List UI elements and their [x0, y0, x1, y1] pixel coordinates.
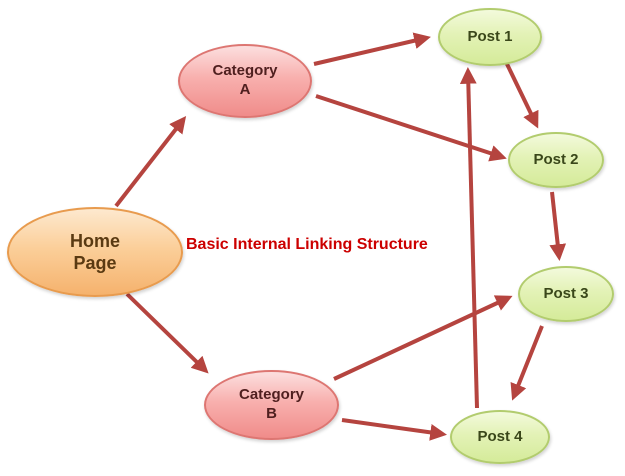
- node-post-1: Post 1: [438, 8, 542, 66]
- node-post-1-label: Post 1: [467, 27, 513, 45]
- node-category-a-label: Category A: [212, 62, 278, 98]
- node-home-page: Home Page: [7, 207, 183, 297]
- node-post-3: Post 3: [518, 266, 614, 322]
- arrow-category-a-to-post1: [313, 32, 431, 66]
- node-post-2: Post 2: [508, 132, 604, 188]
- node-home-page-label: Home Page: [69, 230, 120, 274]
- node-post-2-label: Post 2: [533, 150, 579, 168]
- node-post-3-label: Post 3: [543, 284, 589, 302]
- arrow-category-b-to-post3: [333, 295, 513, 381]
- arrow-post1-to-post2: [504, 61, 539, 129]
- node-category-b-label: Category B: [238, 386, 305, 422]
- node-post-4: Post 4: [450, 410, 550, 464]
- arrow-category-a-to-post2: [315, 94, 507, 162]
- node-category-a: Category A: [178, 44, 312, 118]
- node-category-b: Category B: [204, 370, 339, 440]
- arrow-category-b-to-post4: [341, 418, 447, 441]
- arrow-home-to-category-a: [114, 116, 187, 208]
- arrow-home-to-category-b: [125, 292, 209, 374]
- arrow-post4-to-post1: [459, 66, 479, 409]
- arrow-post2-to-post3: [549, 191, 567, 262]
- node-post-4-label: Post 4: [477, 427, 523, 445]
- arrow-post3-to-post4: [510, 325, 544, 401]
- diagram-title: Basic Internal Linking Structure: [186, 236, 428, 253]
